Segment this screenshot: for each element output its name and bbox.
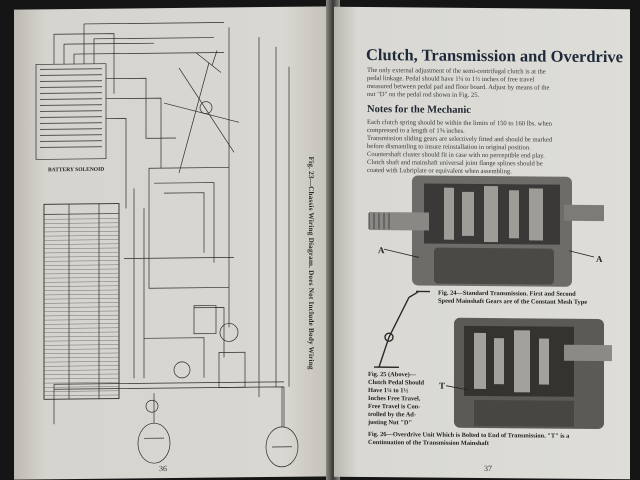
- fig26-caption: Fig. 26—Overdrive Unit Which is Bolted t…: [368, 431, 630, 449]
- fig25-caption-line: justing Nut "D": [368, 419, 413, 427]
- fig24-caption-line: Speed Mainshaft Gears are of the Constan…: [438, 297, 588, 306]
- left-page: BATTERY SOLENOID Fig. 23—Chassis Wiring …: [14, 6, 332, 480]
- standard-transmission-illustration: A A T: [368, 175, 612, 430]
- fig26-callout-t: T: [439, 381, 445, 391]
- wiring-diagram-caption: Fig. 23—Chassis Wiring Diagram. Does Not…: [307, 156, 315, 370]
- fig25-caption: Fig. 25 (Above)— Clutch Pedal Should Hav…: [368, 371, 448, 428]
- clutch-pedal-illustration: [374, 290, 430, 368]
- page-number-left: 36: [159, 464, 167, 474]
- fig24-callout-a-left: A: [378, 245, 385, 255]
- right-page: Clutch, Transmission and Overdrive The o…: [334, 6, 630, 480]
- chassis-wiring-diagram: BATTERY SOLENOID: [35, 22, 299, 468]
- wiring-label-top: BATTERY SOLENOID: [48, 167, 104, 174]
- fig24-caption: Fig. 24—Standard Transmission. First and…: [438, 290, 628, 308]
- page-number-right: 37: [484, 464, 492, 474]
- fig24-callout-a-right: A: [596, 254, 603, 264]
